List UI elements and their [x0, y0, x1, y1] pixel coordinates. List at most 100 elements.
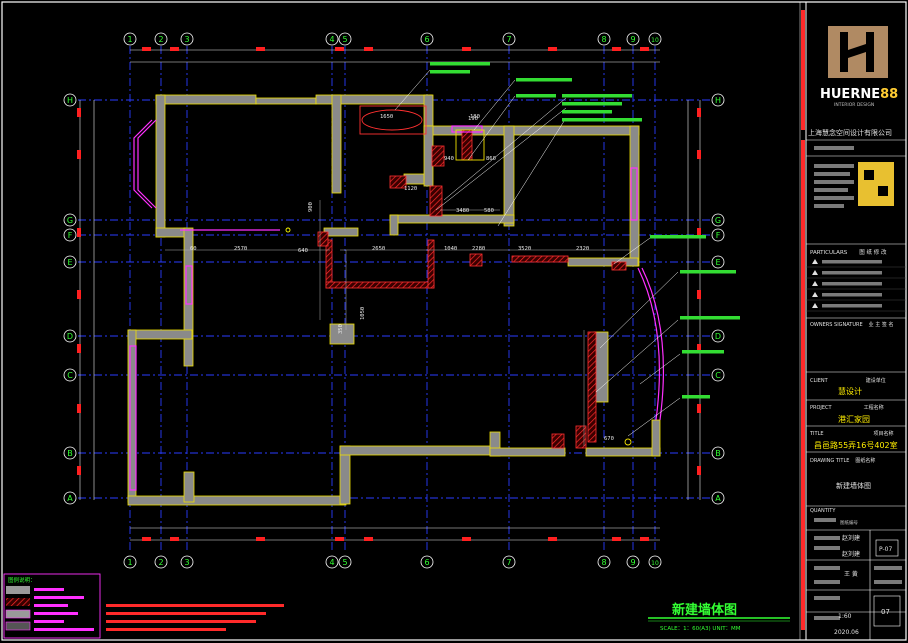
grid-bubble-col-4: 4	[325, 32, 339, 46]
svg-text:D: D	[715, 332, 721, 341]
company-name: 上海慧念空间设计有限公司	[808, 128, 892, 137]
grid-bubble-col-6: 6	[420, 32, 434, 46]
fixtures	[285, 105, 632, 446]
annotation-label-bars	[430, 62, 740, 399]
dim-190: 190	[468, 116, 478, 122]
sheet-code-box	[875, 539, 899, 557]
dim-940: 940	[444, 156, 454, 162]
grid-bubble-row-D: D	[63, 329, 77, 343]
outer-dimension-lines	[79, 49, 701, 541]
dim-3480: 3480	[456, 208, 469, 214]
dimension-tick-marks	[77, 47, 701, 541]
grid-bubble-col-6: 6	[420, 555, 434, 569]
svg-text:G: G	[67, 216, 73, 225]
scale-line: SCALE：1：60(A3) UNIT：MM	[660, 626, 741, 632]
svg-text:4: 4	[329, 35, 334, 44]
dim-1650: 1650	[380, 114, 393, 120]
grid-bubble-col-5: 5	[338, 555, 352, 569]
svg-text:C: C	[67, 371, 73, 380]
svg-text:1: 1	[127, 558, 132, 567]
dim-60: 60	[190, 246, 197, 252]
svg-text:2: 2	[158, 35, 163, 44]
sheet-number-box	[873, 595, 901, 627]
grid-bubble-row-F: F	[711, 228, 725, 242]
checked-by: 赵刘建	[842, 550, 860, 558]
grid-bubble-col-3: 3	[180, 32, 194, 46]
svg-text:A: A	[715, 494, 721, 503]
grid-bubble-row-C: C	[63, 368, 77, 382]
quantity-value: 图纸编号	[840, 519, 858, 526]
grid-bubble-col-2: 2	[154, 555, 168, 569]
dim-180: 180	[470, 114, 480, 120]
qr-code	[858, 162, 894, 206]
svg-text:F: F	[68, 231, 73, 240]
svg-text:C: C	[715, 371, 721, 380]
sheet-number: 07	[881, 608, 890, 616]
svg-text:D: D	[67, 332, 73, 341]
svg-text:9: 9	[630, 35, 635, 44]
grid-bubble-col-3: 3	[180, 555, 194, 569]
svg-text:5: 5	[342, 558, 347, 567]
svg-text:H: H	[67, 96, 73, 105]
grid-bubble-col-1: 1	[123, 555, 137, 569]
title-block: HUERNE88 INTERIOR DESIGN 上海慧念空间设计有限公司	[799, 2, 906, 640]
svg-text:2: 2	[158, 558, 163, 567]
interior-dimension-labels: 1650 190 940 860 3480 580 1120 2570 60 6…	[190, 114, 614, 442]
svg-text:7: 7	[506, 558, 511, 567]
brand-logo	[828, 26, 888, 78]
existing-walls	[127, 94, 661, 506]
brand-sub: INTERIOR DESIGN	[834, 102, 874, 108]
grid-bubble-row-B: B	[711, 446, 725, 460]
grid-bubble-col-7: 7	[502, 555, 516, 569]
grid-bubble-row-A: A	[63, 491, 77, 505]
drawing-title-value: 新建墙体图	[836, 481, 871, 490]
grid-bubble-row-H: H	[63, 93, 77, 107]
grid-bubble-col-8: 8	[597, 32, 611, 46]
brand-name: HUERNE88	[820, 87, 898, 102]
svg-text:10: 10	[651, 37, 659, 44]
svg-text:A: A	[67, 494, 73, 503]
grid-bubble-col-7: 7	[502, 32, 516, 46]
svg-text:5: 5	[342, 35, 347, 44]
dim-2320: 2320	[576, 246, 589, 252]
grid-bubble-row-G: G	[63, 213, 77, 227]
grid-bubble-col-4: 4	[325, 555, 339, 569]
dim-580: 580	[484, 208, 494, 214]
project-value: 港汇家园	[838, 414, 870, 424]
grid-bubble-row-G: G	[711, 213, 725, 227]
drawing-title: 新建墙体图	[672, 602, 737, 618]
legend-title: 图例说明：	[8, 576, 36, 584]
grid-bubble-row-F: F	[63, 228, 77, 242]
svg-text:E: E	[715, 258, 720, 267]
revision-rows	[806, 259, 906, 312]
date-value: 2020.06	[834, 629, 859, 636]
dim-3520: 3520	[518, 246, 531, 252]
dim-1120: 1120	[404, 186, 417, 192]
grid-bubble-row-E: E	[711, 255, 725, 269]
grid-bubble-row-C: C	[711, 368, 725, 382]
grid-bubble-row-B: B	[63, 446, 77, 460]
svg-text:10: 10	[651, 560, 659, 567]
grid-bubble-col-2: 2	[154, 32, 168, 46]
svg-text:F: F	[716, 231, 721, 240]
svg-text:7: 7	[506, 35, 511, 44]
drawn-by: 赵刘建	[842, 534, 860, 542]
dim-1040: 1040	[444, 246, 457, 252]
grid-bubble-row-A: A	[711, 491, 725, 505]
grid-bubble-col-10: 10	[648, 32, 662, 46]
svg-text:1: 1	[127, 35, 132, 44]
grid-bubble-col-9: 9	[626, 555, 640, 569]
dim-860: 860	[486, 156, 496, 162]
dim-2650: 2650	[372, 246, 385, 252]
approved-by: 王 黄	[844, 570, 858, 578]
grid-bubble-row-D: D	[711, 329, 725, 343]
